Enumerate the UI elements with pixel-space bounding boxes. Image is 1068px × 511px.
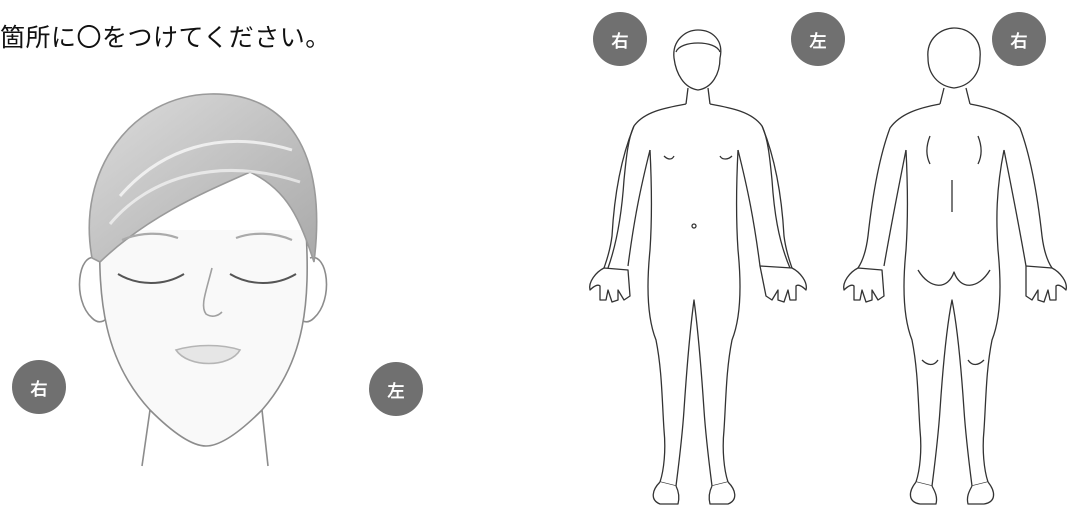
front-left-hand[interactable] bbox=[760, 266, 806, 302]
neck-right-line bbox=[142, 410, 150, 466]
face-illustration[interactable] bbox=[80, 94, 327, 466]
front-right-hand[interactable] bbox=[590, 268, 630, 302]
neck-left-line bbox=[262, 410, 268, 466]
back-torso-legs[interactable] bbox=[904, 150, 1004, 486]
front-left-arm[interactable] bbox=[762, 126, 792, 268]
front-head[interactable] bbox=[674, 30, 721, 90]
front-body-right-side-badge: 右 bbox=[593, 12, 647, 66]
face-left-side-badge: 左 bbox=[369, 362, 423, 416]
face-right-side-badge: 右 bbox=[12, 360, 66, 414]
back-left-hand[interactable] bbox=[844, 268, 884, 302]
back-right-hand[interactable] bbox=[1026, 266, 1066, 302]
back-body-illustration[interactable] bbox=[844, 28, 1067, 504]
back-head[interactable] bbox=[928, 28, 980, 88]
back-body-right-side-badge: 右 bbox=[992, 12, 1046, 66]
face-outline[interactable] bbox=[100, 230, 308, 446]
body-left-side-badge: 左 bbox=[791, 12, 845, 66]
front-right-arm[interactable] bbox=[604, 126, 634, 268]
front-torso-legs[interactable] bbox=[648, 150, 740, 486]
front-body-illustration[interactable] bbox=[590, 30, 807, 504]
